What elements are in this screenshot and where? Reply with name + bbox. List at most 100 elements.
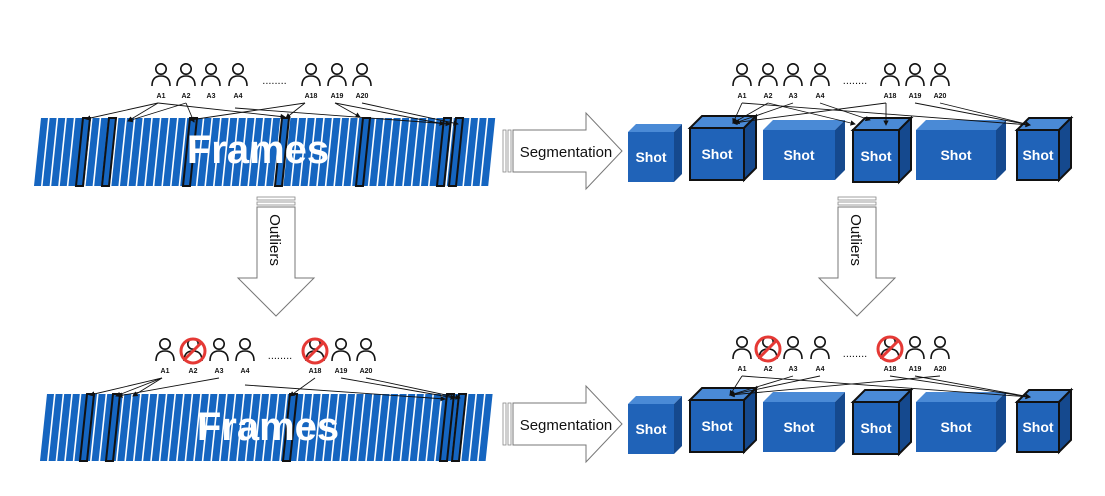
annotator-label: A2 xyxy=(764,93,773,100)
shot-label: Shot xyxy=(860,148,891,164)
link-line xyxy=(741,375,1031,400)
frame xyxy=(40,394,54,461)
outliers-arrow-left: Outliers xyxy=(236,196,316,317)
person-outline-icon xyxy=(783,335,803,360)
frame xyxy=(246,394,261,461)
annotator-label: A2 xyxy=(764,366,773,373)
frame xyxy=(177,394,192,461)
frame xyxy=(326,118,341,186)
shot-label: Shot xyxy=(940,147,971,163)
annotator-label: A1 xyxy=(738,366,747,373)
frame xyxy=(343,118,358,186)
annotator-label: A4 xyxy=(241,368,250,375)
frame xyxy=(429,118,444,186)
annotator-label: A3 xyxy=(215,368,224,375)
frame xyxy=(289,394,304,461)
person-outline-icon xyxy=(732,335,752,360)
segmentation-label-top: Segmentation xyxy=(520,144,613,161)
link-line xyxy=(939,102,1031,127)
frame xyxy=(332,394,347,461)
person-outline-icon xyxy=(732,62,752,87)
annotation-links-top-left xyxy=(85,102,459,127)
frame xyxy=(163,118,177,186)
person-outline-icon xyxy=(331,337,351,362)
annotator-label: A4 xyxy=(816,93,825,100)
link-line xyxy=(732,102,887,126)
frame xyxy=(386,118,401,186)
frame xyxy=(298,394,312,461)
frame xyxy=(266,118,281,186)
hollow-arrow-right-icon xyxy=(512,111,623,191)
shot-box: Shot xyxy=(628,396,682,454)
shot-box: Shot xyxy=(850,115,914,185)
frame xyxy=(317,118,332,186)
annotator-label: A20 xyxy=(934,93,947,100)
annotation-links-top-right xyxy=(732,102,1031,128)
link-line xyxy=(819,102,871,122)
shot-box: Shot xyxy=(628,124,682,182)
frame xyxy=(470,394,484,461)
frame xyxy=(257,118,272,186)
frame xyxy=(349,394,364,461)
annotator-label: A20 xyxy=(934,366,947,373)
frame xyxy=(186,394,201,461)
key-frame xyxy=(450,393,468,462)
person-outline-icon xyxy=(235,337,255,362)
shot-label: Shot xyxy=(1022,147,1053,163)
outliers-label-right: Outliers xyxy=(847,214,864,266)
annotator-label: A1 xyxy=(157,93,166,100)
segmentation-arrow-bottom: Segmentation xyxy=(502,384,623,464)
shot-box: Shot xyxy=(1014,387,1074,455)
link-line xyxy=(889,375,1031,400)
link-line xyxy=(334,102,445,126)
frame xyxy=(68,118,83,186)
frame xyxy=(137,118,152,186)
annotator-label: A19 xyxy=(335,368,348,375)
frame xyxy=(194,394,209,461)
frame xyxy=(427,394,441,461)
frame xyxy=(240,118,255,186)
annotator-label: A1 xyxy=(738,93,747,100)
frame xyxy=(34,118,48,186)
shot-label: Shot xyxy=(701,418,732,434)
link-line xyxy=(189,102,306,123)
frame xyxy=(197,118,212,186)
frame xyxy=(272,394,287,461)
ellipsis-dots: ........ xyxy=(268,350,292,362)
link-line xyxy=(285,102,306,119)
annotator-label: A19 xyxy=(331,93,344,100)
frame xyxy=(401,394,416,461)
prohibited-icon xyxy=(754,335,782,363)
key-frame xyxy=(438,393,456,462)
annotator-label: A18 xyxy=(309,368,322,375)
shot-label: Shot xyxy=(635,149,666,165)
shot-label: Shot xyxy=(635,421,666,437)
link-line xyxy=(729,375,941,398)
frame xyxy=(65,394,80,461)
person-outline-icon xyxy=(151,62,171,87)
frame xyxy=(169,394,183,461)
frame xyxy=(212,394,226,461)
frame xyxy=(203,394,218,461)
key-frame xyxy=(100,117,118,187)
ellipsis-dots: ........ xyxy=(262,75,286,87)
person-outline-icon xyxy=(356,337,376,362)
link-line xyxy=(334,102,361,118)
link-line xyxy=(361,102,459,126)
annotation-links-bottom-left xyxy=(89,377,461,402)
frames-strip-bottom xyxy=(40,393,493,462)
frame xyxy=(145,118,160,186)
person-outline-icon xyxy=(783,62,803,87)
frames-strip-top xyxy=(34,117,496,187)
annotator-label: A19 xyxy=(909,366,922,373)
link-line xyxy=(340,377,456,400)
person-outline-icon xyxy=(930,62,950,87)
frame xyxy=(91,394,106,461)
shot-box: Shot xyxy=(850,387,914,457)
frame xyxy=(59,118,74,186)
